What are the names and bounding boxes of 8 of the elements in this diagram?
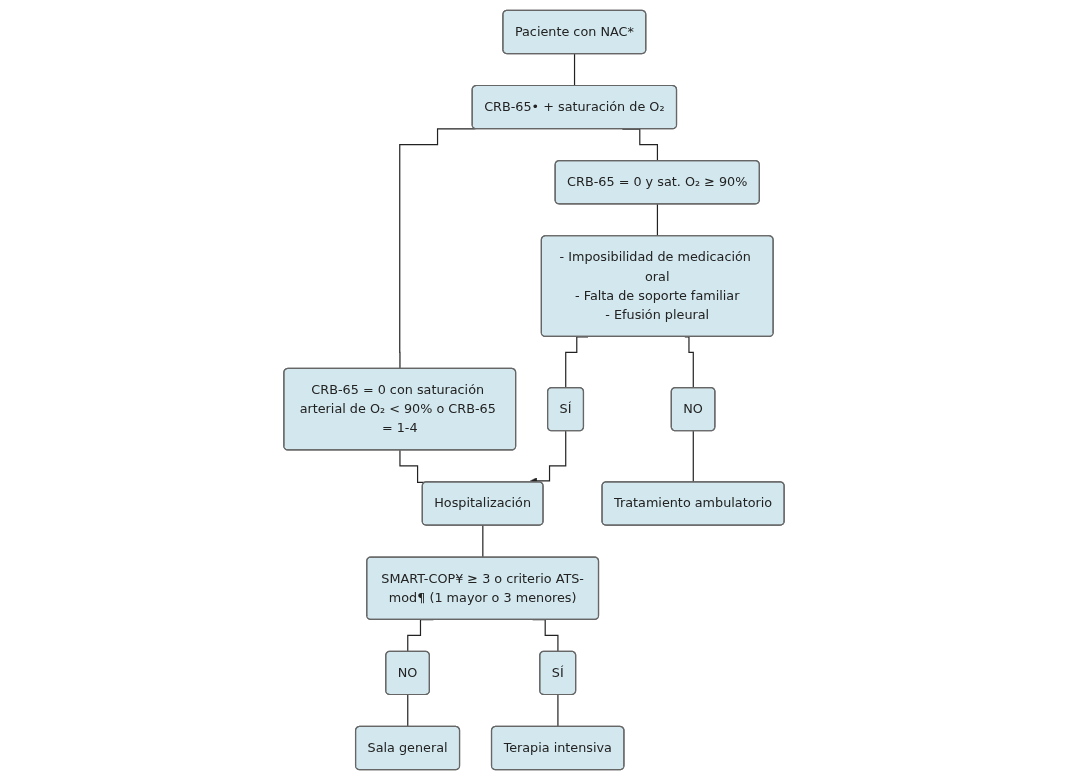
connector bbox=[692, 430, 695, 483]
connector bbox=[482, 524, 484, 559]
arrow bbox=[530, 430, 567, 485]
connector bbox=[399, 128, 476, 370]
connector bbox=[557, 694, 559, 728]
connector bbox=[573, 53, 576, 87]
connector bbox=[656, 203, 659, 237]
connector bbox=[407, 694, 409, 728]
